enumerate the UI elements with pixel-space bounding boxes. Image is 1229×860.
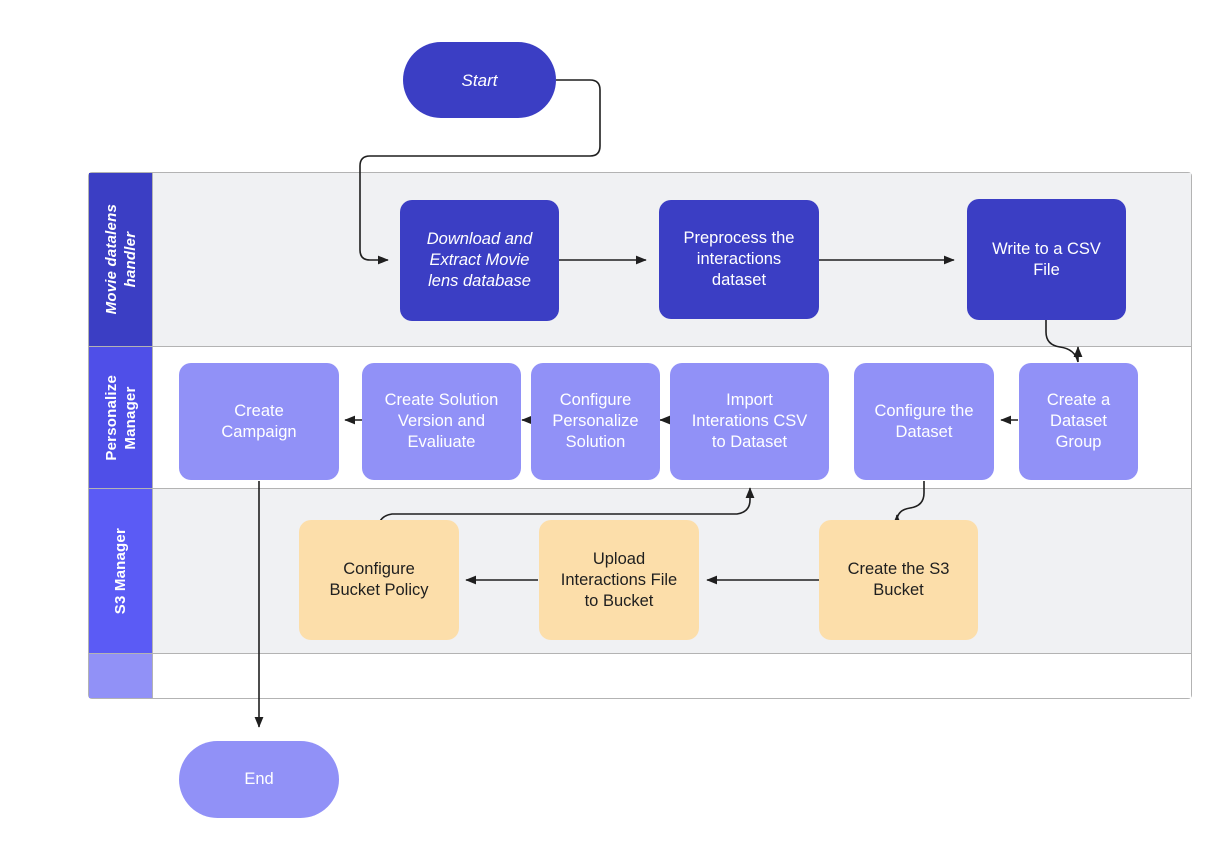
node-create-dataset-group[interactable]: Create a Dataset Group: [1019, 363, 1138, 480]
node-configure-bucket-policy[interactable]: Configure Bucket Policy: [299, 520, 459, 640]
node-download-extract[interactable]: Download and Extract Movie lens database: [400, 200, 559, 321]
node-create-campaign[interactable]: Create Campaign: [179, 363, 339, 480]
lane-header-unnamed: [89, 654, 153, 698]
node-download-extract-label: Download and Extract Movie lens database: [426, 230, 533, 290]
lane-label-movie-datalens-handler: Movie datalens handler: [102, 204, 139, 315]
node-write-csv-label: Write to a CSV File: [992, 239, 1101, 279]
node-create-s3-bucket[interactable]: Create the S3 Bucket: [819, 520, 978, 640]
lane-label-personalize-manager: Personalize Manager: [102, 374, 139, 461]
node-import-interactions-csv[interactable]: Import Interations CSV to Dataset: [670, 363, 829, 480]
lane-unnamed: [89, 654, 1191, 698]
node-end-label: End: [244, 770, 274, 788]
node-create-s3-bucket-label: Create the S3 Bucket: [847, 560, 950, 599]
node-end[interactable]: End: [179, 741, 339, 818]
node-configure-bucket-policy-label: Configure Bucket Policy: [329, 560, 429, 599]
node-create-solution-version-label: Create Solution Version and Evaliuate: [384, 391, 499, 451]
node-start-label: Start: [461, 70, 498, 90]
node-configure-personalize-solution[interactable]: Configure Personalize Solution: [531, 363, 660, 480]
node-write-csv[interactable]: Write to a CSV File: [967, 199, 1126, 320]
node-create-dataset-group-label: Create a Dataset Group: [1046, 391, 1111, 451]
node-create-solution-version[interactable]: Create Solution Version and Evaliuate: [362, 363, 521, 480]
lane-body-unnamed: [153, 654, 1191, 698]
lane-header-personalize-manager: Personalize Manager: [89, 347, 153, 488]
node-upload-interactions-file[interactable]: Upload Interactions File to Bucket: [539, 520, 699, 640]
lane-header-s3-manager: S3 Manager: [89, 489, 153, 653]
lane-label-s3-manager: S3 Manager: [112, 527, 129, 615]
node-start[interactable]: Start: [403, 42, 556, 118]
node-configure-dataset[interactable]: Configure the Dataset: [854, 363, 994, 480]
node-configure-personalize-solution-label: Configure Personalize Solution: [552, 391, 639, 451]
node-create-campaign-label: Create Campaign: [221, 401, 297, 441]
lane-header-movie-datalens-handler: Movie datalens handler: [89, 173, 153, 346]
node-preprocess-interactions[interactable]: Preprocess the interactions dataset: [659, 200, 819, 319]
node-import-interactions-csv-label: Import Interations CSV to Dataset: [691, 391, 808, 451]
node-upload-interactions-file-label: Upload Interactions File to Bucket: [560, 549, 678, 610]
node-configure-dataset-label: Configure the Dataset: [874, 401, 974, 441]
node-preprocess-interactions-label: Preprocess the interactions dataset: [683, 229, 795, 289]
